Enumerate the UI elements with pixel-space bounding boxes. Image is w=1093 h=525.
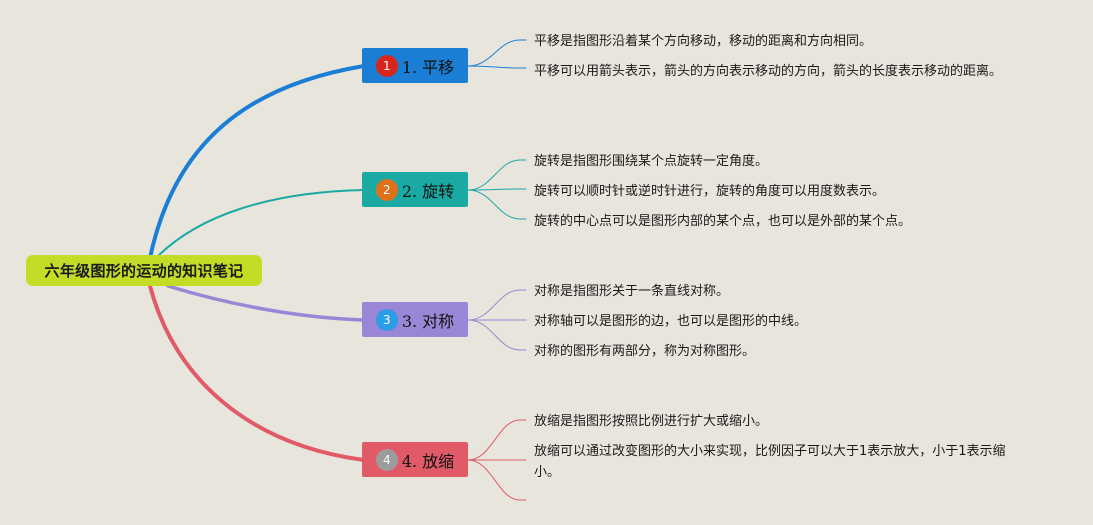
leaf-note: 平移是指图形沿着某个方向移动，移动的距离和方向相同。 <box>534 34 873 49</box>
leaf-note: 对称轴可以是图形的边，也可以是图形的中线。 <box>534 314 808 329</box>
connector-branch-3-leaf-1 <box>467 289 527 321</box>
number-badge-icon: 2 <box>375 178 398 201</box>
leaf-note: 平移可以用箭头表示，箭头的方向表示移动的方向，箭头的长度表示移动的距离。 <box>534 64 1003 79</box>
number-badge-icon: 4 <box>375 448 398 471</box>
branch-label: 3. 对称 <box>401 311 455 331</box>
connector-root-branch-2 <box>157 189 365 257</box>
leaf-note: 对称是指图形关于一条直线对称。 <box>534 284 730 299</box>
branch-scaling[interactable]: 4 4. 放缩 <box>362 442 468 477</box>
branch-rotation[interactable]: 2 2. 旋转 <box>362 172 468 207</box>
connector-branch-2-leaf-3 <box>467 189 527 220</box>
number-badge-icon: 1 <box>375 54 398 77</box>
connector-root-branch-1 <box>148 64 366 260</box>
root-topic[interactable]: 六年级图形的运动的知识笔记 <box>26 255 262 286</box>
branch-translation[interactable]: 1 1. 平移 <box>362 48 468 83</box>
connector-branch-1-leaf-2 <box>467 65 527 69</box>
branch-label: 2. 旋转 <box>401 181 455 201</box>
connector-branch-4-leaf-1 <box>467 419 527 461</box>
number-badge-icon: 3 <box>375 308 398 331</box>
connector-branch-1-leaf-1 <box>467 39 527 67</box>
leaf-note: 对称的图形有两部分，称为对称图形。 <box>534 344 756 359</box>
root-topic-label: 六年级图形的运动的知识笔记 <box>44 262 244 280</box>
leaf-note: 放缩是指图形按照比例进行扩大或缩小。 <box>534 414 769 429</box>
leaf-note: 旋转是指图形围绕某个点旋转一定角度。 <box>534 154 769 169</box>
leaf-note: 旋转可以顺时针或逆时针进行，旋转的角度可以用度数表示。 <box>534 184 886 199</box>
leaf-note: 旋转的中心点可以是图形内部的某个点，也可以是外部的某个点。 <box>534 214 912 229</box>
connector-branch-3-leaf-3 <box>467 319 527 351</box>
branch-label: 1. 平移 <box>401 57 455 77</box>
branch-symmetry[interactable]: 3 3. 对称 <box>362 302 468 337</box>
connector-branch-2-leaf-1 <box>467 159 527 191</box>
connector-branch-2-leaf-2 <box>467 188 527 191</box>
branch-label: 4. 放缩 <box>401 451 455 471</box>
connector-root-branch-3 <box>166 284 366 322</box>
connector-root-branch-4 <box>148 284 366 462</box>
connector-branch-4-leaf-3 <box>467 459 527 501</box>
leaf-note: 放缩可以通过改变图形的大小来实现，比例因子可以大于1表示放大，小于1表示缩小。 <box>534 444 1006 480</box>
